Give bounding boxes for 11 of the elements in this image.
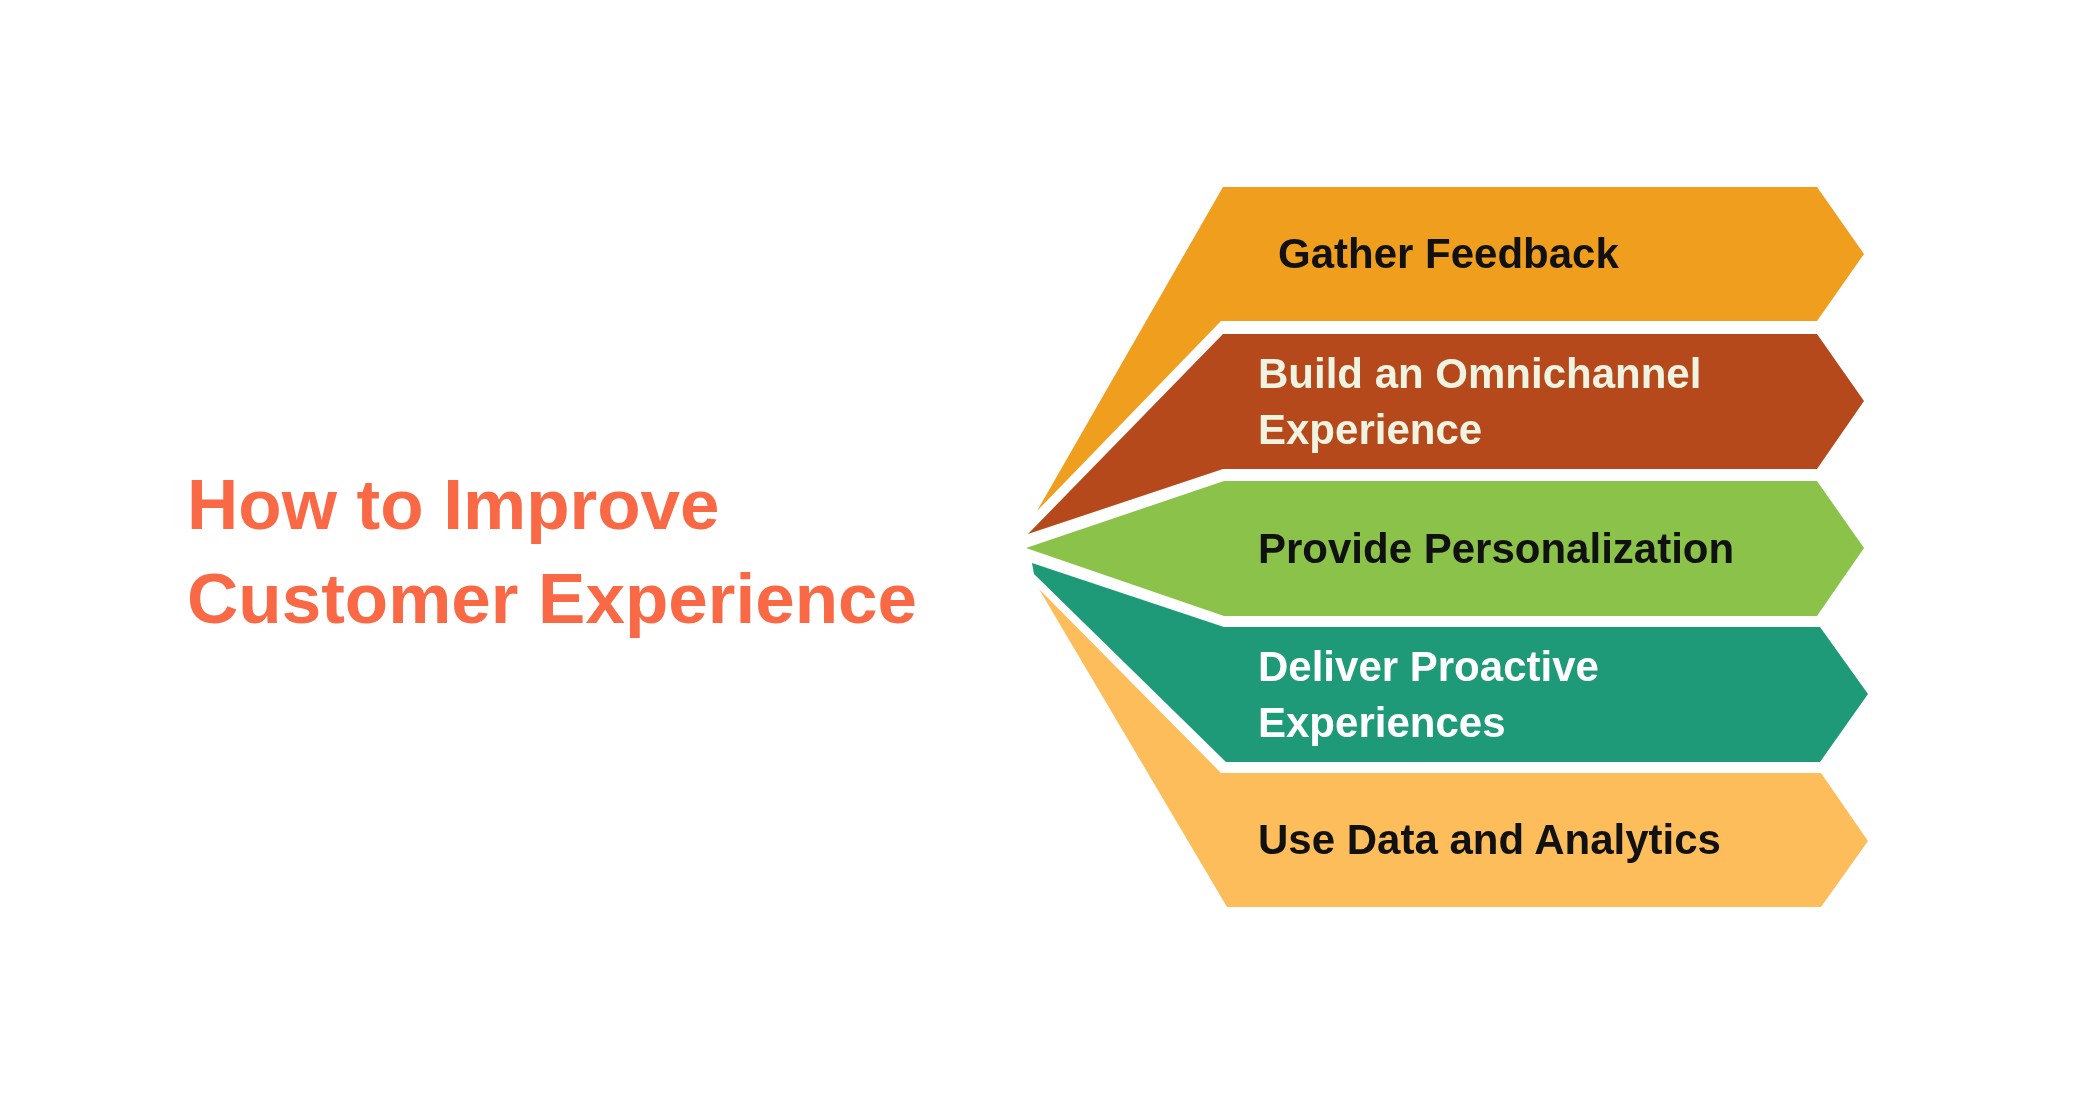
arrow-band bbox=[1026, 481, 1864, 616]
step-label: Gather Feedback bbox=[1278, 229, 1620, 279]
step-label: Use Data and Analytics bbox=[1258, 815, 1722, 865]
arrow-band bbox=[1039, 589, 1868, 907]
step-label: Provide Personalization bbox=[1258, 523, 1736, 574]
step-label: Deliver Proactive Experiences bbox=[1258, 641, 1600, 748]
step-label: Build an Omnichannel Experience bbox=[1258, 348, 1703, 455]
arrow-band bbox=[1037, 187, 1864, 511]
diagram-title: How to Improve Customer Experience bbox=[187, 464, 918, 640]
arrow-band bbox=[1028, 334, 1864, 534]
arrow-band bbox=[1032, 563, 1868, 762]
